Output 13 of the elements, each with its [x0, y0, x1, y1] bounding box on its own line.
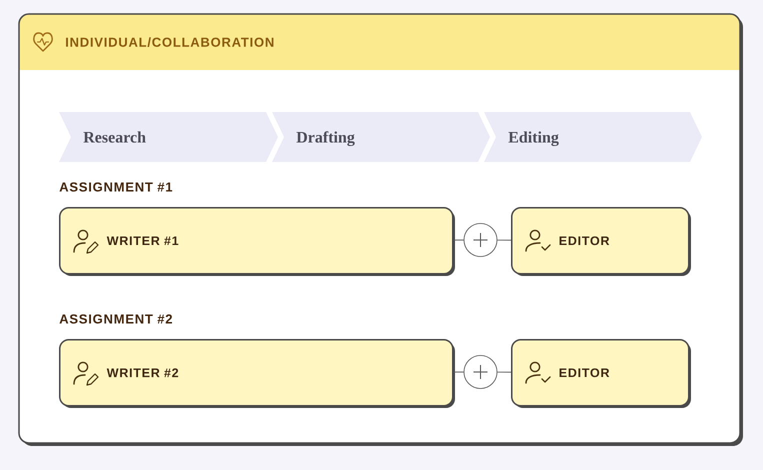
join-circle — [464, 223, 498, 257]
role-box: WRITER #1 — [59, 207, 455, 276]
process-step: Editing — [484, 112, 702, 162]
process-step: Drafting — [272, 112, 490, 162]
connector-line — [497, 240, 512, 241]
join-circle — [464, 355, 498, 389]
role-box: EDITOR — [511, 207, 691, 276]
process-step: Research — [59, 112, 278, 162]
section-heading: ASSIGNMENT #2 — [60, 314, 172, 324]
role-box: EDITOR — [511, 339, 691, 408]
section-heading: ASSIGNMENT #1 — [60, 182, 172, 192]
role-box: WRITER #2 — [59, 339, 455, 408]
connector-line — [497, 372, 512, 373]
